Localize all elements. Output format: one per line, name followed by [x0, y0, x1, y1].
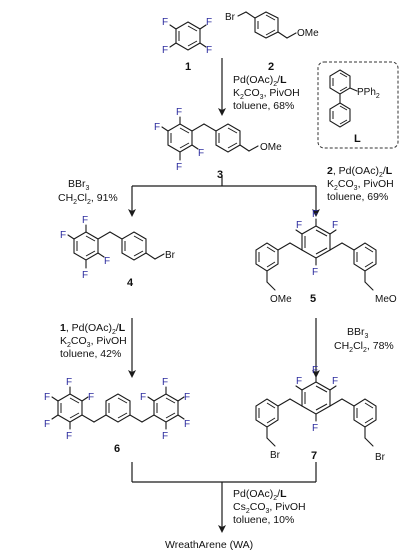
methoxy-label: OMe — [270, 294, 292, 305]
fluorine-label: F — [140, 392, 146, 403]
fluorine-label: F — [176, 107, 182, 118]
svg-text:CH2Cl2, 91%: CH2Cl2, 91% — [58, 192, 118, 206]
bromine-label: Br — [375, 452, 386, 463]
fluorine-label: F — [66, 377, 72, 388]
fluorine-label: F — [162, 45, 168, 56]
compound-4: F F F F Br 4 — [60, 215, 176, 289]
conditions-4-to-6: 1, Pd(OAc)2/L K2CO3, PivOH toluene, 42% — [60, 322, 127, 360]
fluorine-label: F — [176, 162, 182, 173]
compound-3: F F F F OMe 3 — [154, 107, 282, 181]
conditions-step1: Pd(OAc)2/L K2CO3, PivOH toluene, 68% — [233, 74, 300, 112]
fluorine-label: F — [296, 220, 302, 231]
fluorine-label: F — [82, 270, 88, 281]
compound-2: Br OMe 2 — [225, 11, 319, 73]
fluorine-label: F — [82, 215, 88, 226]
svg-text:toluene, 10%: toluene, 10% — [233, 514, 294, 526]
conditions-final: Pd(OAc)2/L Cs2CO3, PivOH toluene, 10% — [233, 488, 306, 526]
fluorine-label: F — [60, 230, 66, 241]
fluorine-label: F — [44, 419, 50, 430]
fluorine-label: F — [332, 220, 338, 231]
svg-text:toluene, 68%: toluene, 68% — [233, 100, 294, 112]
fluorine-label: F — [88, 392, 94, 403]
svg-text:toluene, 69%: toluene, 69% — [327, 191, 388, 203]
svg-text:CH2Cl2, 78%: CH2Cl2, 78% — [334, 340, 394, 354]
compound-number-2: 2 — [268, 61, 274, 73]
fluorine-label: F — [66, 431, 72, 442]
compound-number-5: 5 — [310, 293, 316, 305]
svg-text:K2CO3, PivOH: K2CO3, PivOH — [327, 178, 394, 192]
svg-text:K2CO3, PivOH: K2CO3, PivOH — [233, 87, 300, 101]
svg-text:K2CO3, PivOH: K2CO3, PivOH — [60, 335, 127, 349]
ligand-label: L — [354, 133, 361, 145]
methoxy-label: MeO — [375, 294, 397, 305]
bromine-label: Br — [270, 450, 281, 461]
svg-text:Pd(OAc)2/L: Pd(OAc)2/L — [233, 488, 287, 502]
methoxy-label: OMe — [297, 28, 319, 39]
compound-5: F F F F OMe MeO 5 — [255, 209, 397, 305]
fluorine-label: F — [154, 122, 160, 133]
svg-text:Cs2CO3, PivOH: Cs2CO3, PivOH — [233, 501, 306, 515]
fluorine-label: F — [162, 431, 168, 442]
fluorine-label: F — [162, 17, 168, 28]
fluorine-label: F — [162, 377, 168, 388]
compound-number-6: 6 — [114, 443, 120, 455]
compound-number-1: 1 — [185, 61, 191, 73]
conditions-left: BBr3 CH2Cl2, 91% — [58, 178, 118, 206]
compound-6: F F F F F F F F F F 6 — [44, 377, 190, 455]
fluorine-label: F — [312, 423, 318, 434]
fluorine-label: F — [184, 419, 190, 430]
bromine-label: Br — [165, 250, 176, 261]
compound-number-7: 7 — [311, 450, 317, 462]
conditions-right: 2, Pd(OAc)2/L K2CO3, PivOH toluene, 69% — [327, 165, 394, 203]
ligand-box: PPh2 L — [317, 61, 399, 149]
product-label: WreathArene (WA) — [165, 539, 253, 551]
fluorine-label: F — [198, 148, 204, 159]
fluorine-label: F — [206, 17, 212, 28]
compound-1: F F F F 1 — [162, 17, 212, 73]
svg-text:Pd(OAc)2/L: Pd(OAc)2/L — [233, 74, 287, 88]
fluorine-label: F — [44, 392, 50, 403]
compound-7: F F F F Br Br 7 — [255, 365, 386, 463]
methoxy-label: OMe — [260, 142, 282, 153]
svg-text:1, Pd(OAc)2/L: 1, Pd(OAc)2/L — [60, 322, 126, 336]
conditions-5-to-7: BBr3 CH2Cl2, 78% — [334, 326, 394, 354]
fluorine-label: F — [312, 267, 318, 278]
fluorine-label: F — [332, 376, 338, 387]
fluorine-label: F — [312, 365, 318, 376]
fluorine-label: F — [206, 45, 212, 56]
compound-number-3: 3 — [217, 169, 223, 181]
fluorine-label: F — [296, 376, 302, 387]
fluorine-label: F — [104, 256, 110, 267]
svg-text:BBr3: BBr3 — [68, 178, 90, 192]
bromine-label: Br — [225, 12, 236, 23]
svg-text:2, Pd(OAc)2/L: 2, Pd(OAc)2/L — [327, 165, 393, 179]
compound-number-4: 4 — [127, 277, 134, 289]
fluorine-label: F — [184, 392, 190, 403]
svg-text:BBr3: BBr3 — [347, 326, 369, 340]
fluorine-label: F — [312, 209, 318, 220]
svg-text:toluene, 42%: toluene, 42% — [60, 348, 121, 360]
svg-text:PPh2: PPh2 — [357, 87, 380, 100]
